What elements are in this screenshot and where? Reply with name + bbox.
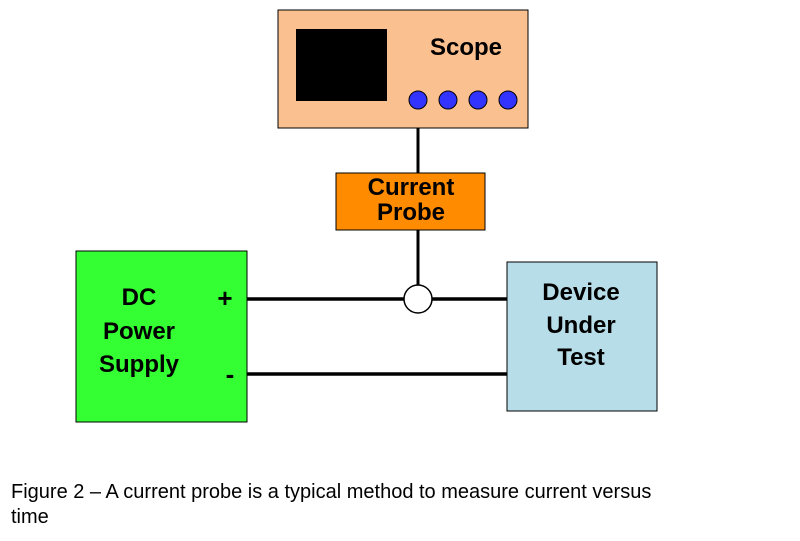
current-probe-label-line2: Probe bbox=[377, 199, 445, 226]
figure-caption-line2: time bbox=[11, 506, 49, 528]
scope-knobs bbox=[408, 90, 518, 110]
figure-caption: Figure 2 – A current probe is a typical … bbox=[11, 480, 796, 530]
figure-caption-line1: Figure 2 – A current probe is a typical … bbox=[11, 481, 652, 503]
power-supply-label-line2: Power bbox=[103, 318, 175, 345]
power-supply-label-line1: DC bbox=[122, 284, 157, 311]
current-clamp-icon bbox=[403, 284, 433, 314]
current-probe-box bbox=[335, 172, 486, 231]
device-label-line1: Device bbox=[542, 279, 619, 306]
scope-knob-icon bbox=[408, 90, 428, 110]
scope-screen bbox=[296, 29, 387, 101]
positive-terminal-label: + bbox=[217, 283, 232, 313]
scope-knob-icon bbox=[498, 90, 518, 110]
device-under-test-box bbox=[506, 261, 658, 412]
scope-knob-icon bbox=[438, 90, 458, 110]
scope-label: Scope bbox=[430, 34, 502, 61]
scope-knob-icon bbox=[468, 90, 488, 110]
negative-terminal-label: - bbox=[226, 359, 235, 389]
device-label-line3: Test bbox=[557, 344, 605, 371]
current-probe-label-line1: Current bbox=[368, 174, 455, 201]
power-supply-label-line3: Supply bbox=[99, 351, 180, 378]
dc-power-supply-box bbox=[75, 250, 248, 423]
device-label-line2: Under bbox=[546, 312, 615, 339]
